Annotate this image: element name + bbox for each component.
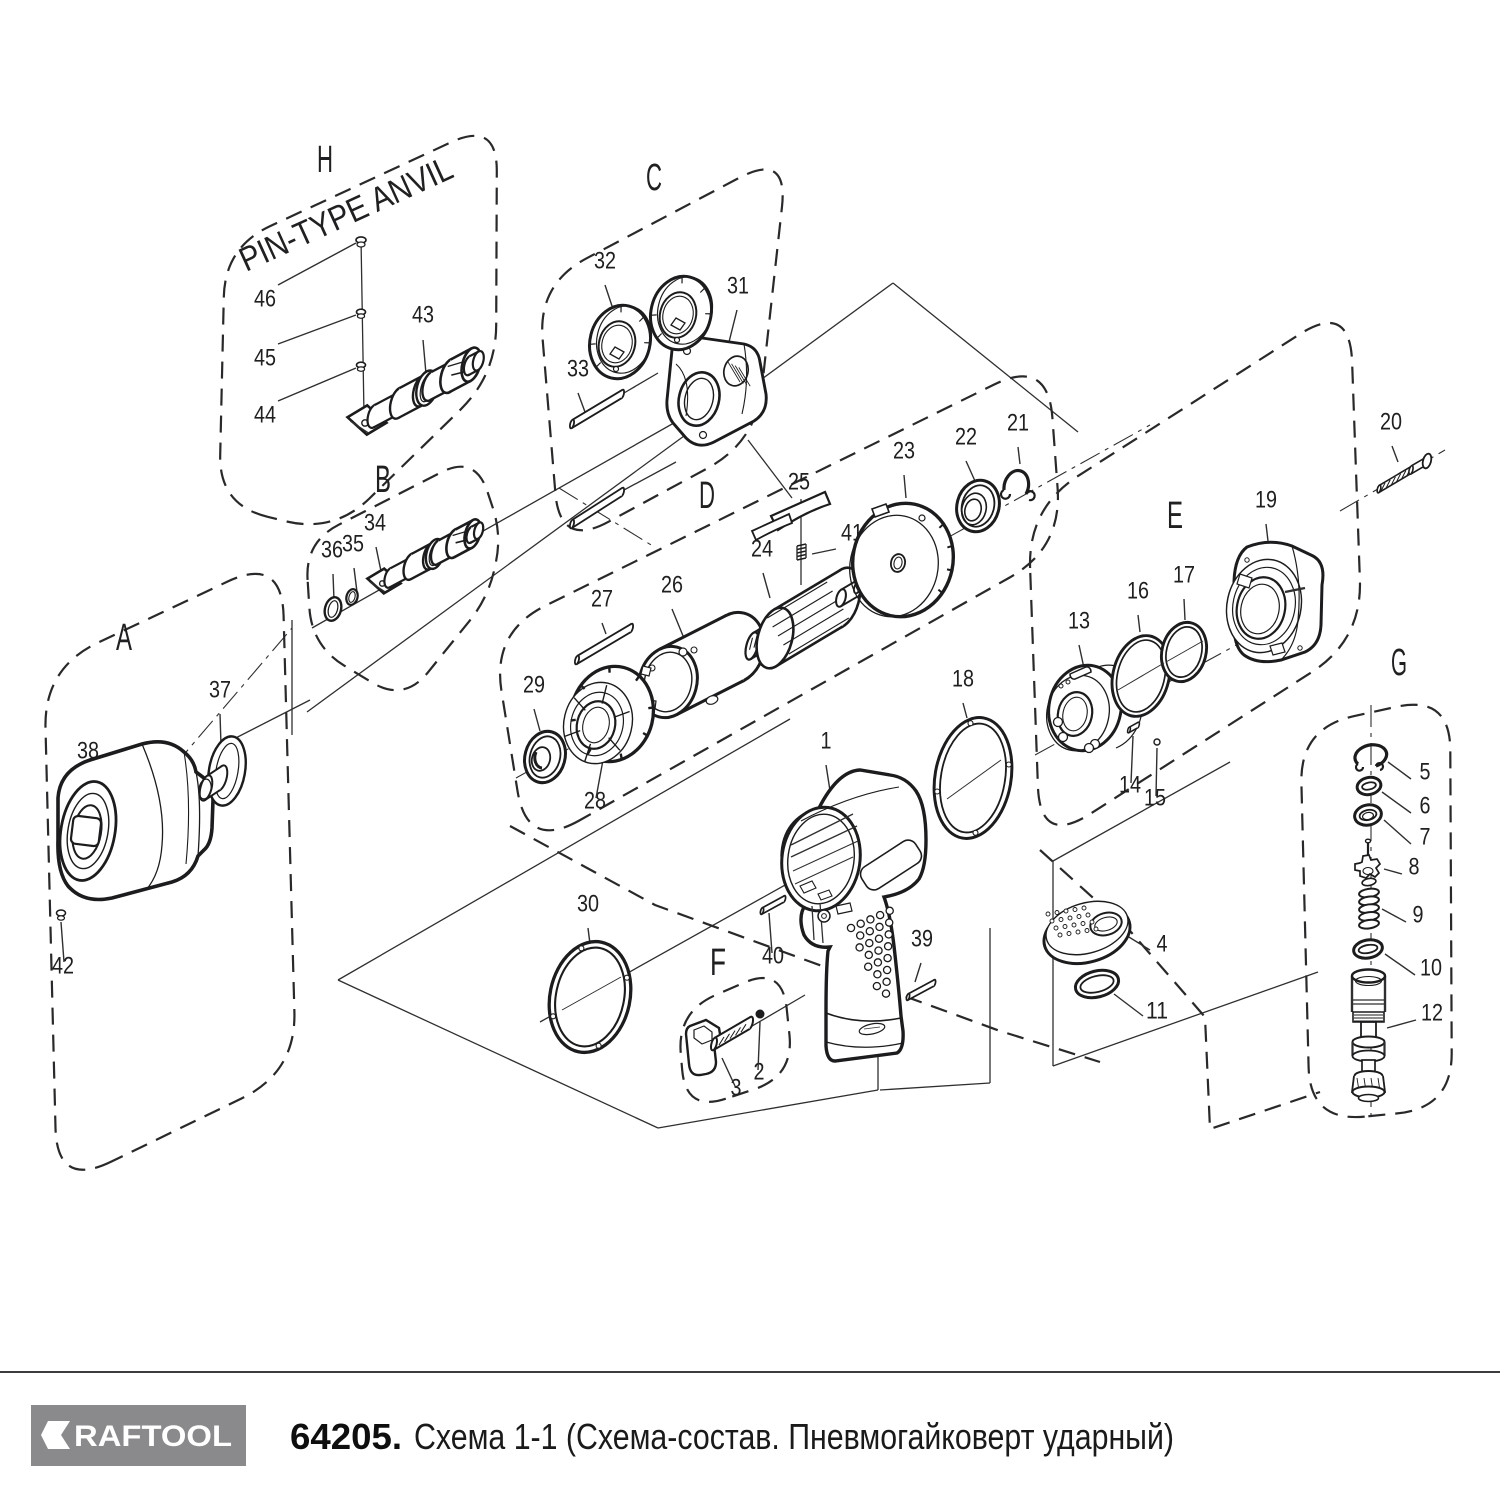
svg-text:39: 39 [911, 926, 933, 953]
svg-text:8: 8 [1409, 854, 1420, 881]
svg-text:21: 21 [1007, 410, 1029, 437]
svg-text:32: 32 [594, 248, 616, 275]
svg-text:25: 25 [788, 469, 810, 496]
svg-text:C: C [646, 157, 662, 199]
svg-text:37: 37 [209, 677, 231, 704]
svg-text:64205.: 64205. [290, 1416, 402, 1457]
svg-text:15: 15 [1144, 785, 1166, 812]
svg-text:D: D [699, 475, 715, 517]
svg-text:34: 34 [364, 510, 386, 537]
svg-text:1: 1 [821, 728, 832, 755]
svg-text:B: B [375, 459, 391, 501]
svg-text:45: 45 [254, 345, 276, 372]
svg-text:A: A [116, 617, 132, 659]
svg-text:11: 11 [1146, 998, 1168, 1025]
svg-text:9: 9 [1413, 902, 1424, 929]
svg-text:46: 46 [254, 286, 276, 313]
svg-text:29: 29 [523, 672, 545, 699]
svg-text:2: 2 [754, 1059, 765, 1086]
svg-text:27: 27 [591, 586, 613, 613]
svg-text:22: 22 [955, 424, 977, 451]
svg-text:19: 19 [1255, 487, 1277, 514]
svg-text:35: 35 [342, 531, 364, 558]
svg-text:H: H [317, 139, 333, 181]
svg-text:5: 5 [1420, 759, 1431, 786]
svg-text:23: 23 [893, 438, 915, 465]
svg-text:30: 30 [577, 891, 599, 918]
svg-text:E: E [1167, 495, 1183, 537]
svg-text:4: 4 [1157, 931, 1168, 958]
svg-text:18: 18 [952, 666, 974, 693]
svg-text:40: 40 [762, 943, 784, 970]
svg-text:28: 28 [584, 788, 606, 815]
svg-text:12: 12 [1421, 1000, 1443, 1027]
svg-text:36: 36 [321, 537, 343, 564]
svg-text:44: 44 [254, 402, 276, 429]
svg-text:17: 17 [1173, 562, 1195, 589]
svg-text:31: 31 [727, 273, 749, 300]
svg-text:F: F [710, 942, 726, 984]
svg-text:Схема 1-1 (Схема-состав. Пневм: Схема 1-1 (Схема-состав. Пневмогайковерт… [414, 1416, 1174, 1457]
svg-text:42: 42 [52, 953, 74, 980]
svg-text:13: 13 [1068, 608, 1090, 635]
svg-text:20: 20 [1380, 409, 1402, 436]
svg-text:10: 10 [1420, 955, 1442, 982]
svg-text:3: 3 [731, 1075, 742, 1102]
svg-text:33: 33 [567, 356, 589, 383]
svg-text:43: 43 [412, 302, 434, 329]
svg-text:24: 24 [751, 536, 773, 563]
svg-text:RAFTOOL: RAFTOOL [74, 1420, 232, 1453]
svg-text:G: G [1391, 642, 1407, 684]
svg-text:16: 16 [1127, 578, 1149, 605]
svg-text:14: 14 [1119, 772, 1141, 799]
svg-text:26: 26 [661, 572, 683, 599]
svg-text:6: 6 [1420, 793, 1431, 820]
svg-text:7: 7 [1420, 824, 1431, 851]
